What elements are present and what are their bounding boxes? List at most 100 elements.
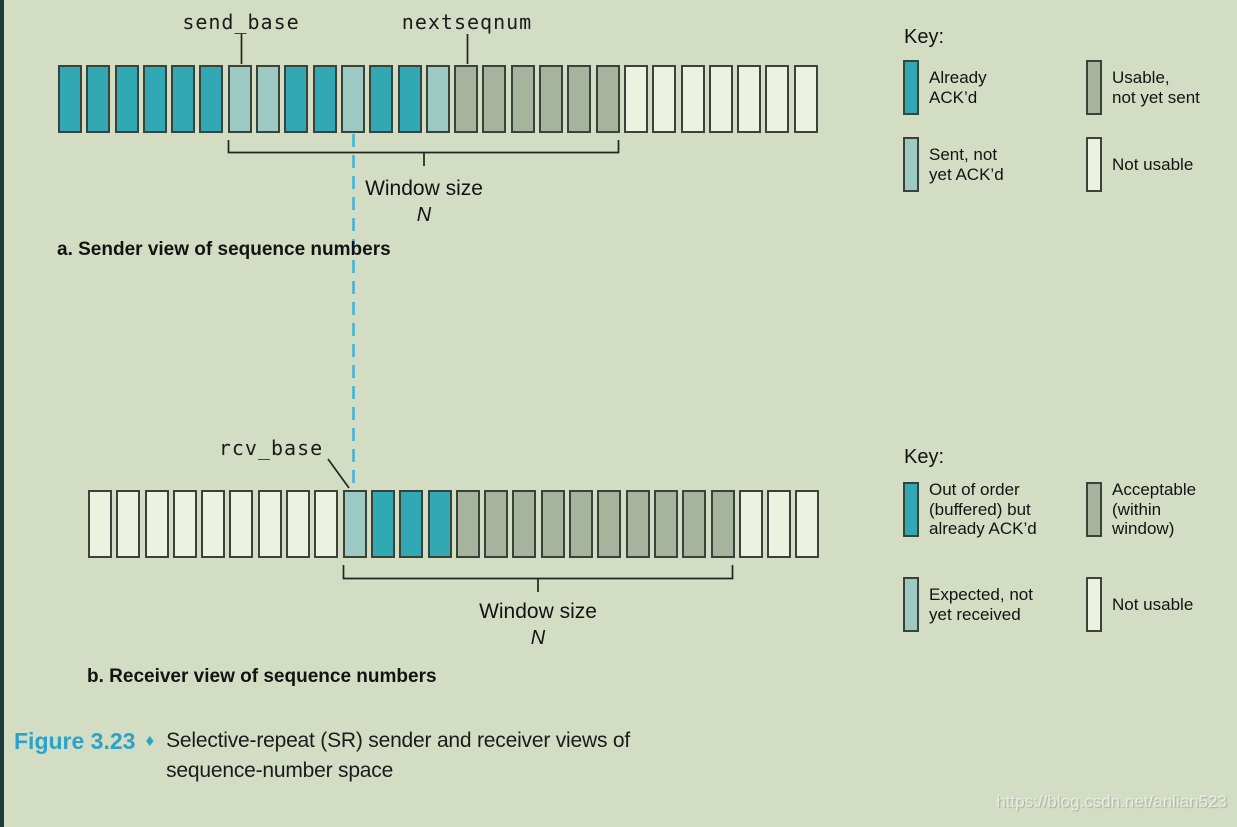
seq-box-sent-not-acked [425, 65, 450, 133]
seq-box-already-acked [199, 65, 224, 133]
seq-box-usable-not-sent [595, 65, 620, 133]
seq-box-sent-not-acked [256, 65, 281, 133]
seq-box-sent-not-acked [227, 65, 252, 133]
seq-box-acceptable-in-window [682, 490, 707, 558]
nextseqnum-label: nextseqnum [401, 10, 533, 34]
window-size-n: N [530, 627, 546, 649]
seq-box-usable-not-sent [482, 65, 507, 133]
seq-box-already-acked [369, 65, 394, 133]
figure-caption-line1: Selective-repeat (SR) sender and receive… [166, 729, 630, 752]
seq-box-not-usable [793, 65, 818, 133]
sender-view-caption: a. Sender view of sequence numbers [57, 239, 391, 260]
seq-box-sent-not-acked [340, 65, 365, 133]
seq-box-not-usable [201, 490, 226, 558]
key-entry-not-usable: Not usable [1086, 577, 1193, 632]
key-entry-label: Acceptable (within window) [1112, 480, 1197, 538]
key-swatch-expected-not-received [903, 577, 919, 632]
seq-box-usable-not-sent [567, 65, 592, 133]
seq-box-already-acked [142, 65, 167, 133]
seq-box-already-acked [312, 65, 337, 133]
seq-box-not-usable [737, 65, 762, 133]
send-base-label: send_base [182, 10, 300, 34]
seq-box-acceptable-in-window [484, 490, 509, 558]
seq-box-not-usable [144, 490, 169, 558]
key-entry-label: Not usable [1112, 154, 1194, 174]
window-size-n: N [416, 204, 432, 226]
key-entry-label: Out of order (buffered) but already ACK’… [929, 480, 1037, 538]
seq-box-usable-not-sent [510, 65, 535, 133]
key-entry-already-acked: Already ACK’d [903, 60, 987, 115]
seq-box-acceptable-in-window [710, 490, 735, 558]
seq-box-expected-not-received [342, 490, 367, 558]
seq-box-not-usable [286, 490, 311, 558]
seq-box-not-usable [257, 490, 282, 558]
seq-box-not-usable [708, 65, 733, 133]
seq-box-buffered-acked [399, 490, 424, 558]
seq-box-already-acked [114, 65, 139, 133]
seq-box-already-acked [284, 65, 309, 133]
seq-box-acceptable-in-window [540, 490, 565, 558]
window-size-text: Window size [479, 600, 597, 623]
seq-box-not-usable [652, 65, 677, 133]
figure-caption: Figure 3.23 ♦ Selective-repeat (SR) send… [14, 726, 630, 786]
seq-box-buffered-acked [370, 490, 395, 558]
seq-box-already-acked [397, 65, 422, 133]
seq-box-acceptable-in-window [597, 490, 622, 558]
receiver-key-legend: Key: Out of order (buffered) but already… [903, 446, 1233, 646]
rcv-base-label: rcv_base [218, 436, 324, 460]
key-title: Key: [904, 446, 945, 468]
receiver-window-bracket [342, 565, 734, 592]
key-title: Key: [904, 26, 945, 48]
seq-box-not-usable [738, 490, 763, 558]
seq-box-not-usable [314, 490, 339, 558]
sender-sequence-row [58, 65, 818, 133]
seq-box-not-usable [229, 490, 254, 558]
seq-box-already-acked [58, 65, 82, 133]
sender-window-bracket [227, 140, 620, 166]
key-entry-label: Already ACK’d [929, 68, 987, 107]
key-swatch-not-usable [1086, 577, 1102, 632]
seq-box-acceptable-in-window [569, 490, 594, 558]
seq-box-not-usable [623, 65, 648, 133]
rcv-base-pointer-line [327, 458, 350, 489]
figure-caption-text: Selective-repeat (SR) sender and receive… [166, 726, 630, 786]
seq-box-usable-not-sent [539, 65, 564, 133]
key-entry-expected-not-received: Expected, not yet received [903, 577, 1033, 632]
key-entry-label: Not usable [1112, 594, 1194, 614]
seq-box-acceptable-in-window [512, 490, 537, 558]
seq-box-not-usable [765, 65, 790, 133]
seq-box-usable-not-sent [454, 65, 479, 133]
key-swatch-sent-not-acked [903, 137, 919, 192]
key-entry-acceptable-in-window: Acceptable (within window) [1086, 480, 1196, 539]
seq-box-not-usable [116, 490, 141, 558]
seq-box-already-acked [171, 65, 196, 133]
key-entry-sent-not-acked: Sent, not yet ACK’d [903, 137, 1004, 192]
key-swatch-buffered-acked [903, 481, 919, 537]
seq-box-not-usable [795, 490, 820, 558]
watermark-url: https://blog.csdn.net/anlian523 [996, 792, 1227, 811]
receiver-sequence-row [88, 490, 820, 558]
seq-box-not-usable [88, 490, 112, 558]
key-swatch-not-usable [1086, 137, 1102, 192]
diamond-icon: ♦ [145, 731, 155, 750]
seq-box-acceptable-in-window [455, 490, 480, 558]
seq-box-acceptable-in-window [625, 490, 650, 558]
key-swatch-already-acked [903, 60, 919, 115]
seq-box-acceptable-in-window [653, 490, 678, 558]
receiver-window-size-label: Window size N [418, 600, 658, 650]
key-entry-label: Usable, not yet sent [1112, 68, 1200, 107]
figure-caption-line2: sequence-number space [166, 759, 394, 782]
seq-box-already-acked [86, 65, 111, 133]
key-entry-usable-not-sent: Usable, not yet sent [1086, 60, 1200, 115]
sender-window-size-label: Window size N [304, 177, 544, 227]
key-swatch-usable-not-sent [1086, 60, 1102, 115]
seq-box-not-usable [172, 490, 197, 558]
page-edge-strip [0, 0, 4, 827]
seq-box-not-usable [767, 490, 792, 558]
key-entry-not-usable: Not usable [1086, 137, 1193, 192]
key-swatch-acceptable-in-window [1086, 481, 1102, 537]
figure-number: Figure 3.23 [14, 728, 136, 754]
key-entry-label: Expected, not yet received [929, 585, 1033, 624]
